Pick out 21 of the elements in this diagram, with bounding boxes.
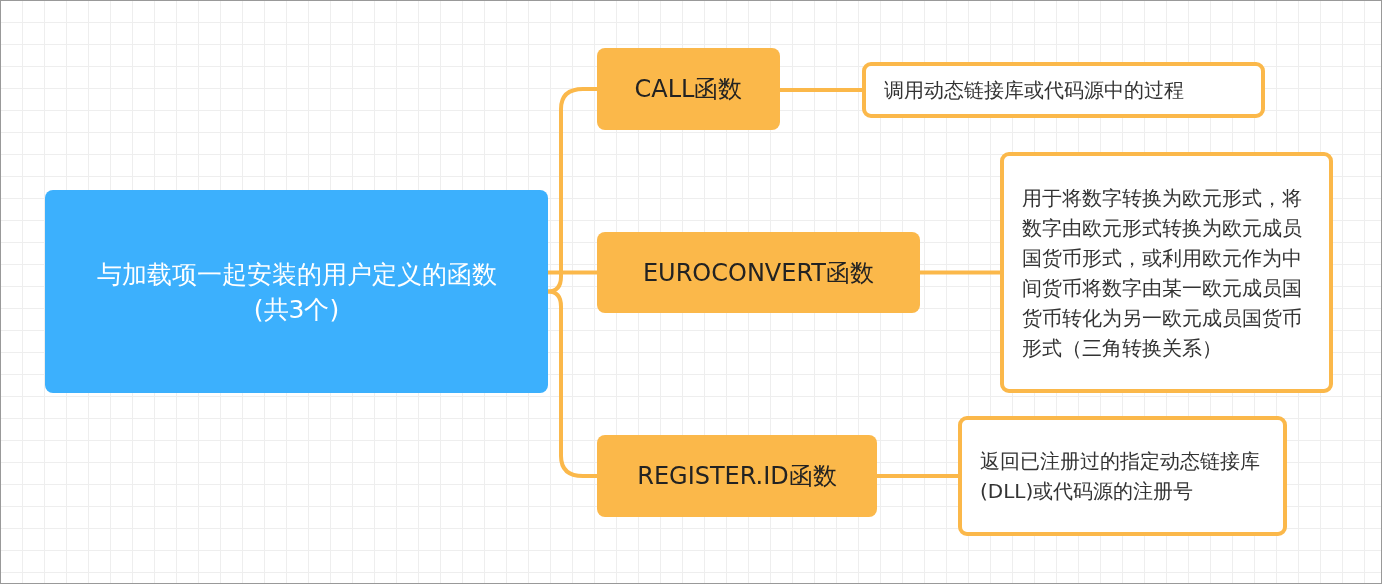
topic-box	[597, 232, 920, 313]
description-box	[1000, 152, 1333, 393]
connector-line	[548, 270, 597, 275]
connector-line	[877, 474, 958, 478]
topic-label: EUROCONVERT函数	[642, 257, 875, 289]
root-box	[45, 190, 548, 393]
description-text: 返回已注册过的指定动态链接库 (DLL)或代码源的注册号	[980, 448, 1261, 505]
connector-line	[780, 88, 862, 92]
topic-box	[597, 435, 877, 517]
description-box	[958, 416, 1287, 536]
title-text: (共3个)	[253, 293, 340, 326]
connector-line	[547, 289, 597, 478]
topic-box	[597, 48, 780, 130]
description-text: 用于将数字转换为欧元形式，将数字由欧元形式转换为欧元成员国货币形式，或利用欧元作为中间货币将数字由某一欧元成员国货币转化为另一欧元成员国货币形式（三角转换关系）	[1022, 184, 1303, 362]
description-box	[862, 62, 1265, 118]
connector-line	[547, 87, 597, 294]
title-text: 与加载项一起安装的用户定义的函数	[96, 258, 497, 291]
topic-label: CALL函数	[634, 74, 743, 105]
topic-label: REGISTER.ID函数	[637, 461, 837, 492]
description-text: 调用动态链接库或代码源中的过程	[884, 77, 1185, 104]
connector-line	[920, 270, 1000, 275]
